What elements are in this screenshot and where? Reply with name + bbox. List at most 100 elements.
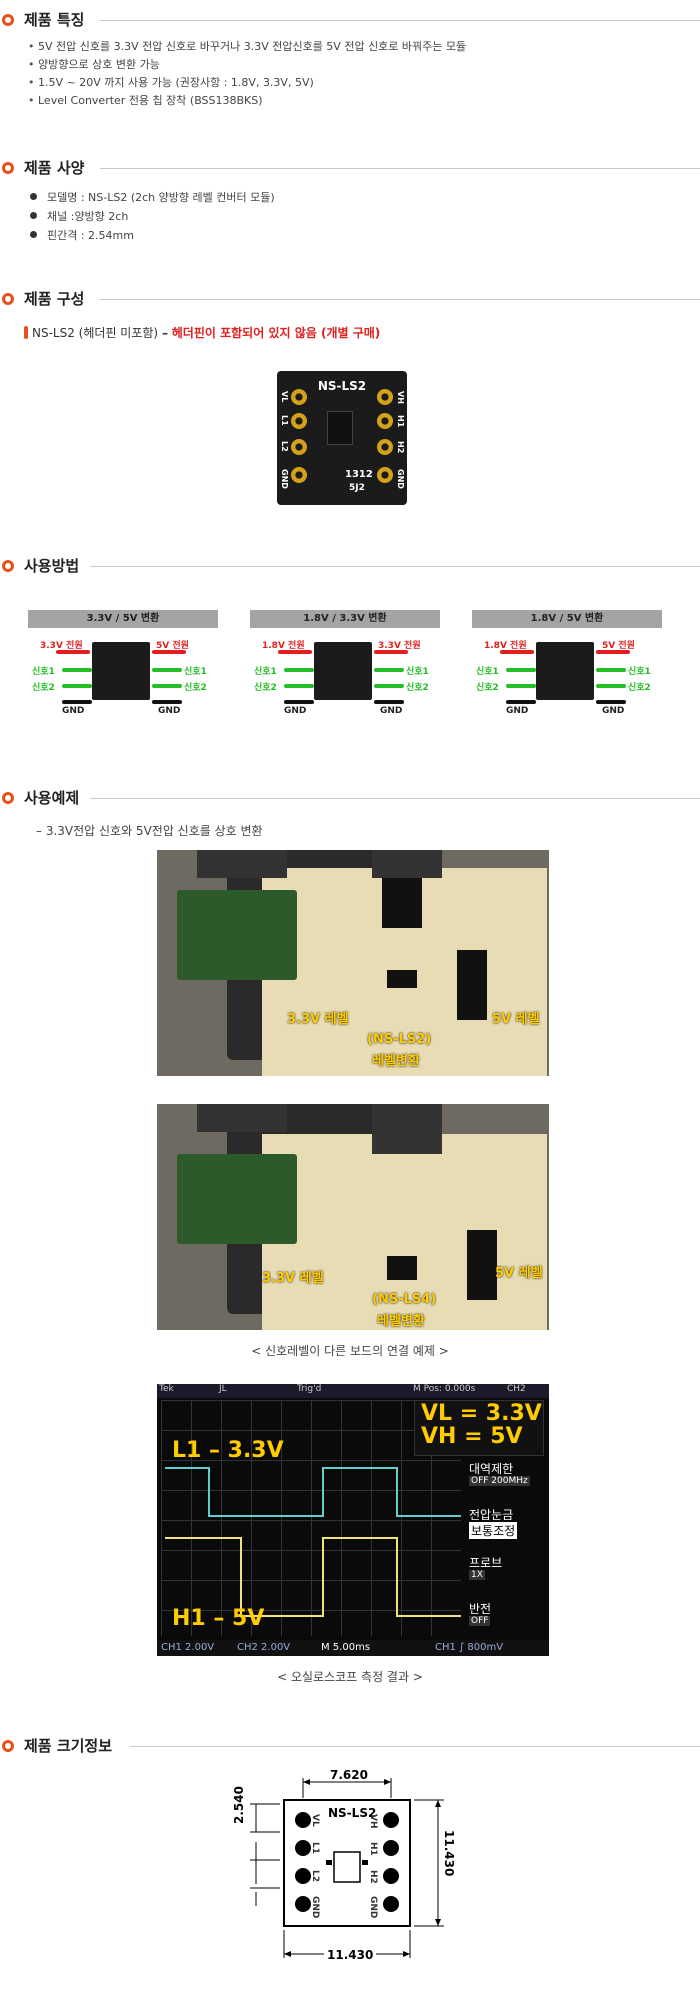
mini-board bbox=[314, 642, 372, 700]
example-photo-2: 3.3V 레벨 5V 레벨 (NS-LS4) 레벨변환 bbox=[157, 1104, 549, 1330]
gnd-wire bbox=[152, 700, 182, 704]
section-bullet-icon bbox=[2, 792, 14, 804]
scope-top-bar: Tek JL Trig'd M Pos: 0.000s CH2 bbox=[157, 1384, 549, 1398]
section-title: 제품 구성 bbox=[24, 290, 85, 308]
section-title: 사용예제 bbox=[24, 789, 80, 807]
section-composition-header: 제품 구성 bbox=[0, 287, 700, 311]
converter-module bbox=[387, 1256, 417, 1280]
pin-pad bbox=[291, 439, 307, 455]
bullet-dot-icon bbox=[30, 193, 37, 200]
signal-wire bbox=[284, 668, 314, 672]
mini-board bbox=[92, 642, 150, 700]
dimension-lines bbox=[250, 1778, 444, 1958]
oscilloscope-screen: Tek JL Trig'd M Pos: 0.000s CH2 L1 – 3.3… bbox=[157, 1384, 549, 1656]
photo-caption: < 신호레벨이 다른 보드의 연결 예제 > bbox=[251, 1344, 449, 1358]
signal-wire bbox=[506, 668, 536, 672]
signal-wire bbox=[596, 684, 626, 688]
list-item: •1.5V ~ 20V 까지 사용 가능 (권장사항 : 1.8V, 3.3V,… bbox=[28, 76, 314, 89]
scope-grid bbox=[161, 1400, 461, 1636]
signal-wire bbox=[62, 684, 92, 688]
mini-board bbox=[536, 642, 594, 700]
dimension-width-bottom: 11.430 bbox=[324, 1948, 377, 1962]
gnd-wire bbox=[506, 700, 536, 704]
item-marker-icon bbox=[24, 326, 28, 339]
section-usage-header: 사용방법 bbox=[0, 554, 700, 578]
gnd-wire bbox=[284, 700, 314, 704]
signal-wire bbox=[596, 668, 626, 672]
dimension-pitch: 2.540 bbox=[232, 1786, 246, 1824]
power-wire bbox=[596, 650, 630, 654]
ribbon-cable bbox=[372, 850, 442, 878]
menu-item: 프로브 bbox=[469, 1556, 503, 1570]
power-wire bbox=[374, 650, 408, 654]
scope-bottom-bar: CH1 2.00V CH2 2.00V M 5.00ms CH1 ∫ 800mV bbox=[157, 1640, 549, 1656]
section-divider bbox=[90, 566, 700, 567]
ribbon-cable bbox=[197, 850, 287, 878]
section-divider bbox=[90, 798, 700, 799]
signal-wire bbox=[284, 684, 314, 688]
section-bullet-icon bbox=[2, 162, 14, 174]
pin-pad bbox=[291, 413, 307, 429]
example-intro: – 3.3V전압 신호와 5V전압 신호를 상호 변환 bbox=[36, 824, 263, 838]
arduino-board bbox=[457, 950, 487, 1020]
board-name: NS-LS2 bbox=[328, 1806, 377, 1820]
signal-wire bbox=[506, 684, 536, 688]
composition-note: 헤더핀이 포함되어 있지 않음 (개별 구매) bbox=[171, 326, 381, 340]
raspberry-pi-board bbox=[177, 1154, 297, 1244]
section-divider bbox=[100, 168, 700, 169]
panel-title: 1.8V / 5V 변환 bbox=[472, 610, 662, 628]
gnd-wire bbox=[374, 700, 404, 704]
section-features-header: 제품 특징 bbox=[0, 8, 700, 32]
l1-label: L1 – 3.3V bbox=[172, 1438, 284, 1463]
converter-module bbox=[387, 970, 417, 988]
pin-pad bbox=[377, 389, 393, 405]
section-bullet-icon bbox=[2, 560, 14, 572]
board-name: NS-LS2 bbox=[317, 379, 367, 393]
composition-line: NS-LS2 (헤더핀 미포함) – 헤더핀이 포함되어 있지 않음 (개별 구… bbox=[24, 324, 380, 341]
breadboard bbox=[262, 1134, 547, 1330]
chip-icon bbox=[327, 411, 353, 445]
pin-pad bbox=[377, 467, 393, 483]
ribbon-cable bbox=[372, 1104, 442, 1154]
menu-item: 반전 bbox=[469, 1602, 492, 1616]
specs-list: 모델명 : NS-LS2 (2ch 양방향 레벨 컨버터 모듈) 채널 :양방향… bbox=[30, 188, 275, 245]
scope-waveforms bbox=[165, 1467, 461, 1617]
menu-item: 대역제한 bbox=[469, 1462, 514, 1476]
power-wire bbox=[278, 650, 312, 654]
photo-caption: < 오실로스코프 측정 결과 > bbox=[277, 1670, 423, 1684]
scope-menu: 대역제한 OFF 200MHz 전압눈금 보통조정 프로브 1X 반전 OFF bbox=[469, 1462, 530, 1626]
signal-wire bbox=[62, 668, 92, 672]
pin-pad bbox=[291, 467, 307, 483]
section-divider bbox=[130, 1746, 700, 1747]
pin-pad bbox=[291, 389, 307, 405]
product-board-photo: NS-LS2 VL L1 L2 GND VH H1 H2 GND 1312 5J… bbox=[277, 371, 407, 505]
list-item: 모델명 : NS-LS2 (2ch 양방향 레벨 컨버터 모듈) bbox=[30, 188, 275, 207]
h1-waveform bbox=[165, 1537, 461, 1617]
list-item: 핀간격 : 2.54mm bbox=[30, 226, 275, 245]
section-title: 제품 특징 bbox=[24, 11, 85, 29]
section-bullet-icon bbox=[2, 293, 14, 305]
composition-item: NS-LS2 (헤더핀 미포함) bbox=[32, 326, 159, 340]
signal-wire bbox=[152, 684, 182, 688]
menu-item: 전압눈금 bbox=[469, 1508, 514, 1522]
gnd-wire bbox=[596, 700, 626, 704]
bullet-dot-icon bbox=[30, 231, 37, 238]
voltage-callout: VL = 3.3V VH = 5V bbox=[414, 1400, 544, 1456]
section-bullet-icon bbox=[2, 14, 14, 26]
panel-title: 3.3V / 5V 변환 bbox=[28, 610, 218, 628]
section-title: 사용방법 bbox=[24, 557, 80, 575]
bullet-dot-icon bbox=[30, 212, 37, 219]
panel-title: 1.8V / 3.3V 변환 bbox=[250, 610, 440, 628]
section-example-header: 사용예제 bbox=[0, 786, 700, 810]
section-dimensions-header: 제품 크기정보 bbox=[0, 1734, 700, 1758]
section-divider bbox=[100, 20, 700, 21]
power-wire bbox=[56, 650, 90, 654]
pin-pad bbox=[377, 413, 393, 429]
dimension-height: 11.430 bbox=[442, 1830, 456, 1877]
signal-wire bbox=[152, 668, 182, 672]
dimension-width-top: 7.620 bbox=[330, 1768, 368, 1782]
arduino-board bbox=[467, 1230, 497, 1300]
section-title: 제품 크기정보 bbox=[24, 1737, 113, 1755]
list-item: 채널 :양방향 2ch bbox=[30, 207, 275, 226]
power-wire bbox=[500, 650, 534, 654]
